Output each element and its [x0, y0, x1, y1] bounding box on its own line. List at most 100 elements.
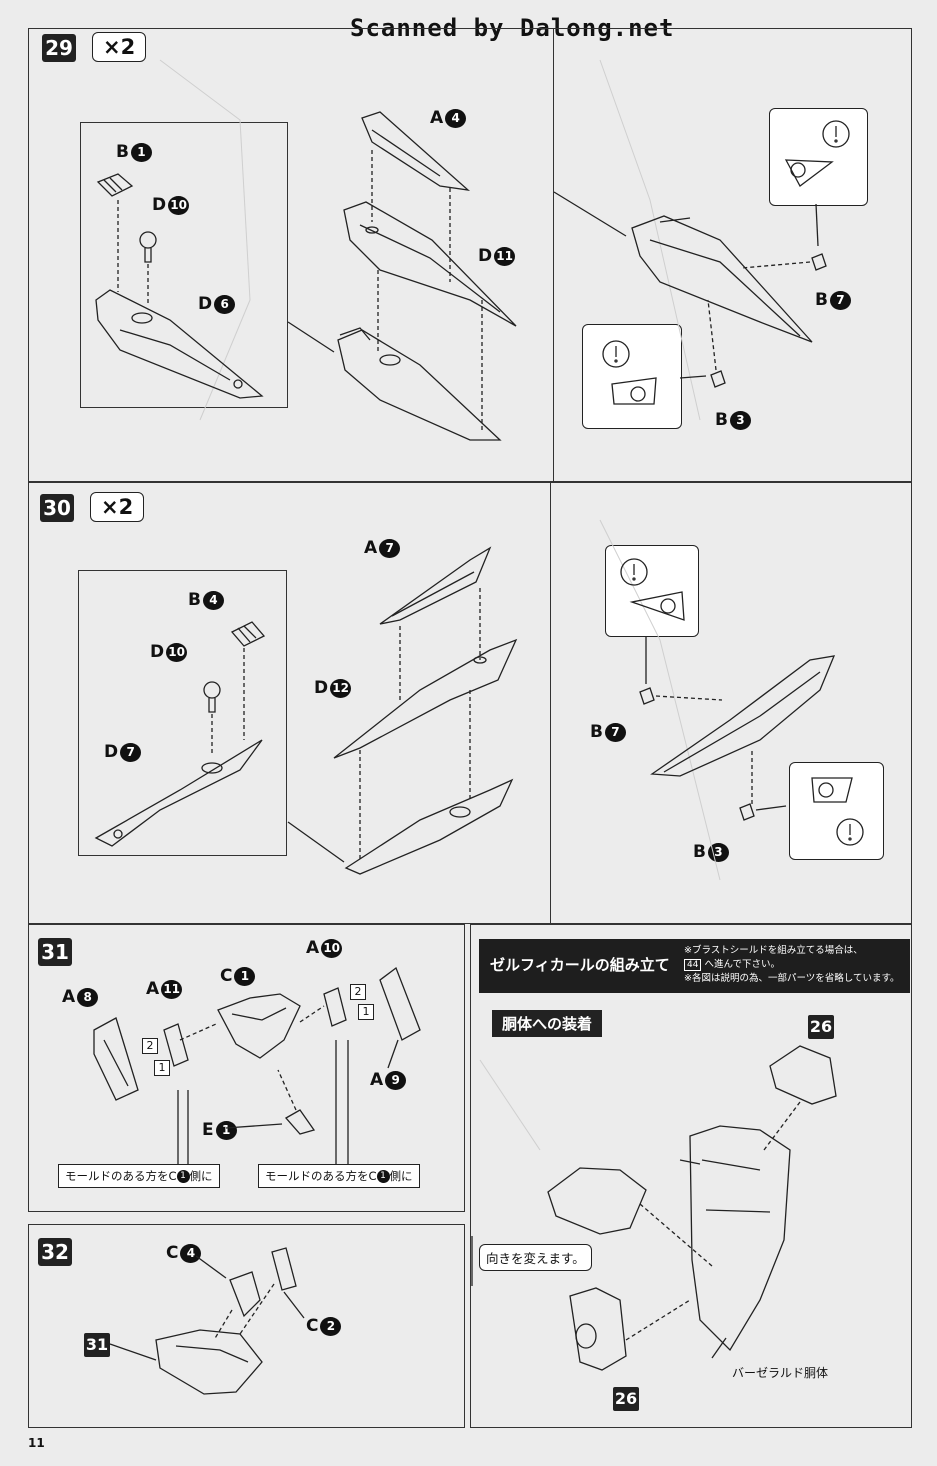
subassembly-inset	[80, 122, 288, 408]
pointer-line	[387, 1039, 399, 1069]
step-number: 31	[38, 938, 72, 966]
part-b7-small	[811, 253, 827, 271]
pointer-line	[225, 1123, 283, 1129]
step-number: 30	[40, 494, 74, 522]
body-part-label: バーゼラルド胴体	[732, 1366, 829, 1380]
assembled-wing	[631, 215, 813, 343]
part-d11	[343, 201, 517, 327]
part-26-leg	[569, 1287, 627, 1371]
step-31-frame	[28, 924, 465, 1212]
torso-assembly	[679, 1125, 791, 1352]
pointer-line	[679, 375, 707, 379]
part-a4	[361, 111, 471, 191]
assembly-arrows	[211, 648, 245, 756]
order-mark: 1	[358, 1004, 374, 1020]
part-b3-small	[739, 803, 755, 821]
part-a11	[163, 1023, 189, 1067]
step-30-divider	[550, 482, 551, 924]
page-number: 11	[28, 1436, 45, 1450]
part-d6-base-assembled	[337, 327, 502, 441]
pointer-line	[109, 1343, 157, 1361]
part-b4	[230, 621, 266, 647]
part-d10-pin	[203, 681, 221, 713]
step-number: 29	[42, 34, 76, 62]
pointer-line	[287, 321, 335, 353]
assembly-arrows	[655, 695, 753, 804]
pointer-line	[755, 805, 787, 811]
assembled-wing	[650, 655, 836, 777]
assembly-arrows	[371, 150, 483, 430]
part-c2	[271, 1247, 297, 1291]
order-mark: 2	[142, 1038, 158, 1054]
part-31-assembly	[155, 1329, 263, 1395]
assembly-arrows	[117, 200, 149, 306]
part-d7-base-assembled	[344, 778, 514, 875]
pointer-line	[195, 1255, 227, 1279]
step-reference-badge: 26	[613, 1387, 639, 1411]
section-notes: ※ブラストシールドを組み立てる場合は、 44 へ進んで下さい。 ※各図は説明の為…	[684, 945, 900, 984]
quantity-multiplier: ×2	[92, 32, 147, 62]
part-a9	[379, 966, 421, 1041]
part-a10	[323, 987, 347, 1027]
section-header	[479, 939, 910, 993]
part-d6-base	[95, 289, 264, 399]
step-29-frame	[28, 28, 912, 482]
assembly-section-frame	[470, 924, 912, 1428]
assembly-arrows	[359, 588, 481, 862]
caution-icon	[811, 777, 864, 846]
part-c4	[229, 1271, 261, 1318]
part-31-chest	[547, 1167, 647, 1235]
part-d12	[333, 638, 518, 759]
pointer-line	[815, 203, 819, 247]
step-reference-badge: 26	[808, 1015, 834, 1039]
assembly-arrows	[707, 261, 811, 371]
assembly-arrows	[213, 1283, 275, 1341]
pointer-line	[177, 1090, 189, 1164]
subassembly-inset	[78, 570, 287, 856]
part-c1	[217, 993, 301, 1059]
section-title: ゼルフィカールの組み立て	[490, 956, 670, 974]
step-reference-badge: 31	[84, 1333, 110, 1357]
step-32-frame	[28, 1224, 465, 1428]
pointer-line	[287, 821, 345, 863]
pointer-line	[711, 1337, 727, 1359]
quantity-multiplier: ×2	[90, 492, 145, 522]
caution-icon	[620, 558, 685, 621]
caution-callout	[582, 324, 682, 429]
page-reference: 44	[684, 959, 702, 971]
part-e1	[284, 1109, 316, 1135]
step-30-frame	[28, 482, 912, 924]
assembly-arrows	[179, 1005, 325, 1111]
pointer-line	[335, 1040, 349, 1164]
part-b1	[96, 173, 134, 197]
assembly-arrows	[625, 1101, 801, 1341]
part-26-head	[769, 1045, 837, 1105]
step-number: 32	[38, 1238, 72, 1266]
step-29-divider	[553, 28, 554, 482]
caution-callout	[769, 108, 868, 206]
part-a7	[379, 546, 492, 625]
